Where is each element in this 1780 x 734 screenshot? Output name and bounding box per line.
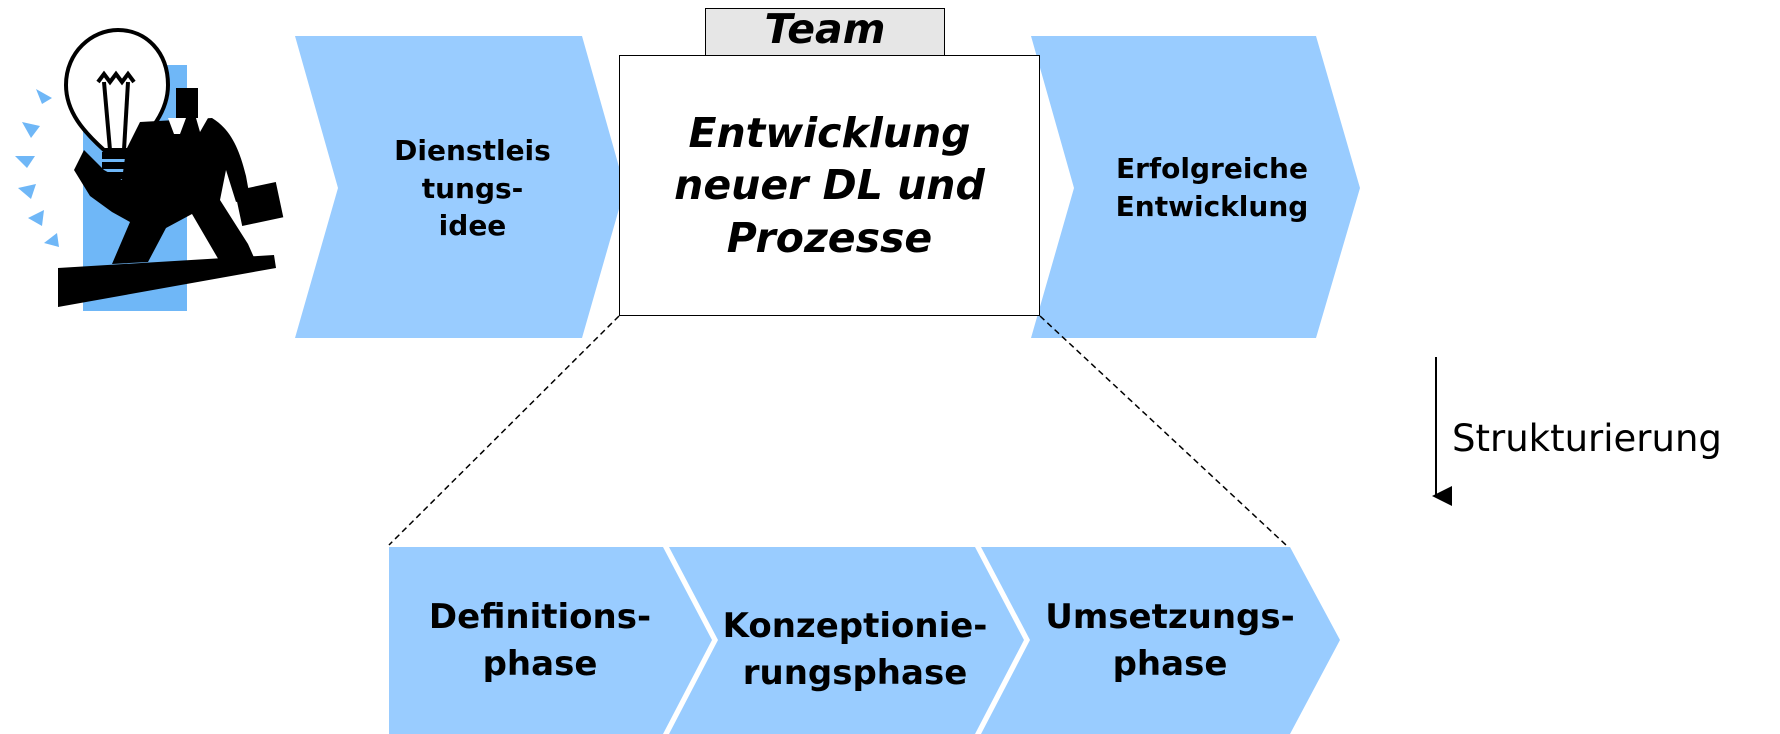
phase-label-definition: Definitions- phase — [428, 597, 652, 684]
team-tab — [705, 8, 945, 58]
development-box — [619, 55, 1040, 316]
development-label: Entwicklung neuer DL und Prozesse — [674, 109, 985, 262]
phase-chevron-definition — [389, 547, 712, 734]
phase-label-implementation: Umsetzungs- phase — [1045, 597, 1295, 684]
phase-chevron-concept — [669, 547, 1024, 734]
team-label: Team — [764, 5, 886, 53]
idea-chevron — [295, 36, 625, 338]
zoom-line-left — [388, 315, 620, 546]
structuring-label: Strukturierung — [1452, 416, 1722, 460]
phase-chevron-implementation — [981, 547, 1340, 734]
result-label: Erfolgreiche Entwicklung — [1115, 152, 1309, 223]
result-chevron — [1031, 36, 1360, 338]
businessman-with-lightbulb-icon — [15, 27, 284, 311]
zoom-line-right — [1039, 315, 1287, 546]
phase-label-concept: Konzeptionie- rungsphase — [722, 606, 988, 693]
idea-label: Dienstleis tungs- idee — [394, 134, 551, 243]
